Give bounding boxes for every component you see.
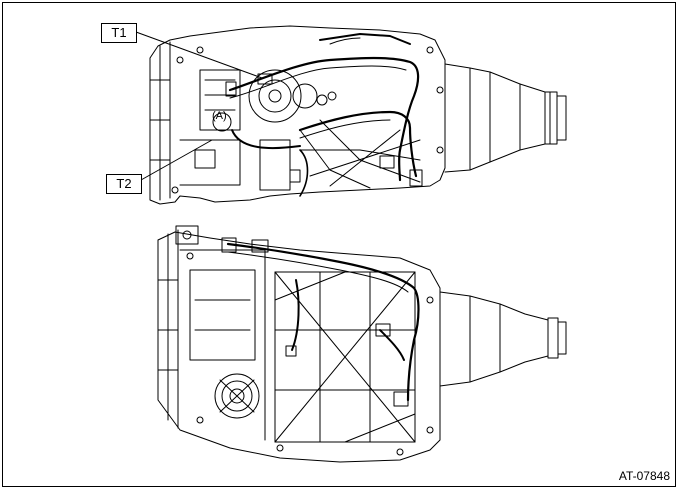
figure-frame	[2, 2, 676, 487]
figure-code: AT-07848	[618, 469, 670, 483]
transmission-top-view	[149, 25, 567, 205]
transmission-bottom-view	[157, 225, 567, 463]
t2-leader-line	[140, 139, 213, 181]
part-a-label: (A)	[212, 110, 227, 122]
callout-t1: T1	[101, 23, 137, 43]
callout-t2: T2	[106, 174, 142, 194]
t1-leader-line	[135, 31, 263, 79]
